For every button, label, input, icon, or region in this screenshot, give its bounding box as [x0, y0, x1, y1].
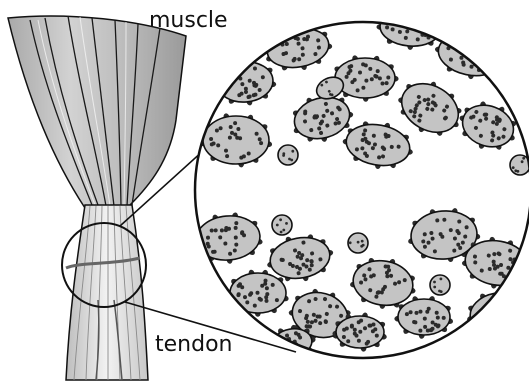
magnified-cross-section [191, 4, 529, 365]
muscle-fiber-cell [510, 155, 529, 175]
tendon-label: tendon [155, 334, 232, 356]
muscle-label: muscle [149, 10, 228, 32]
muscle-belly [8, 16, 186, 208]
muscle-fiber-cell [348, 233, 368, 253]
muscle-fiber-cell [278, 145, 298, 165]
muscle-fiber-cell [272, 215, 292, 235]
muscle-fiber-cell [430, 275, 450, 295]
